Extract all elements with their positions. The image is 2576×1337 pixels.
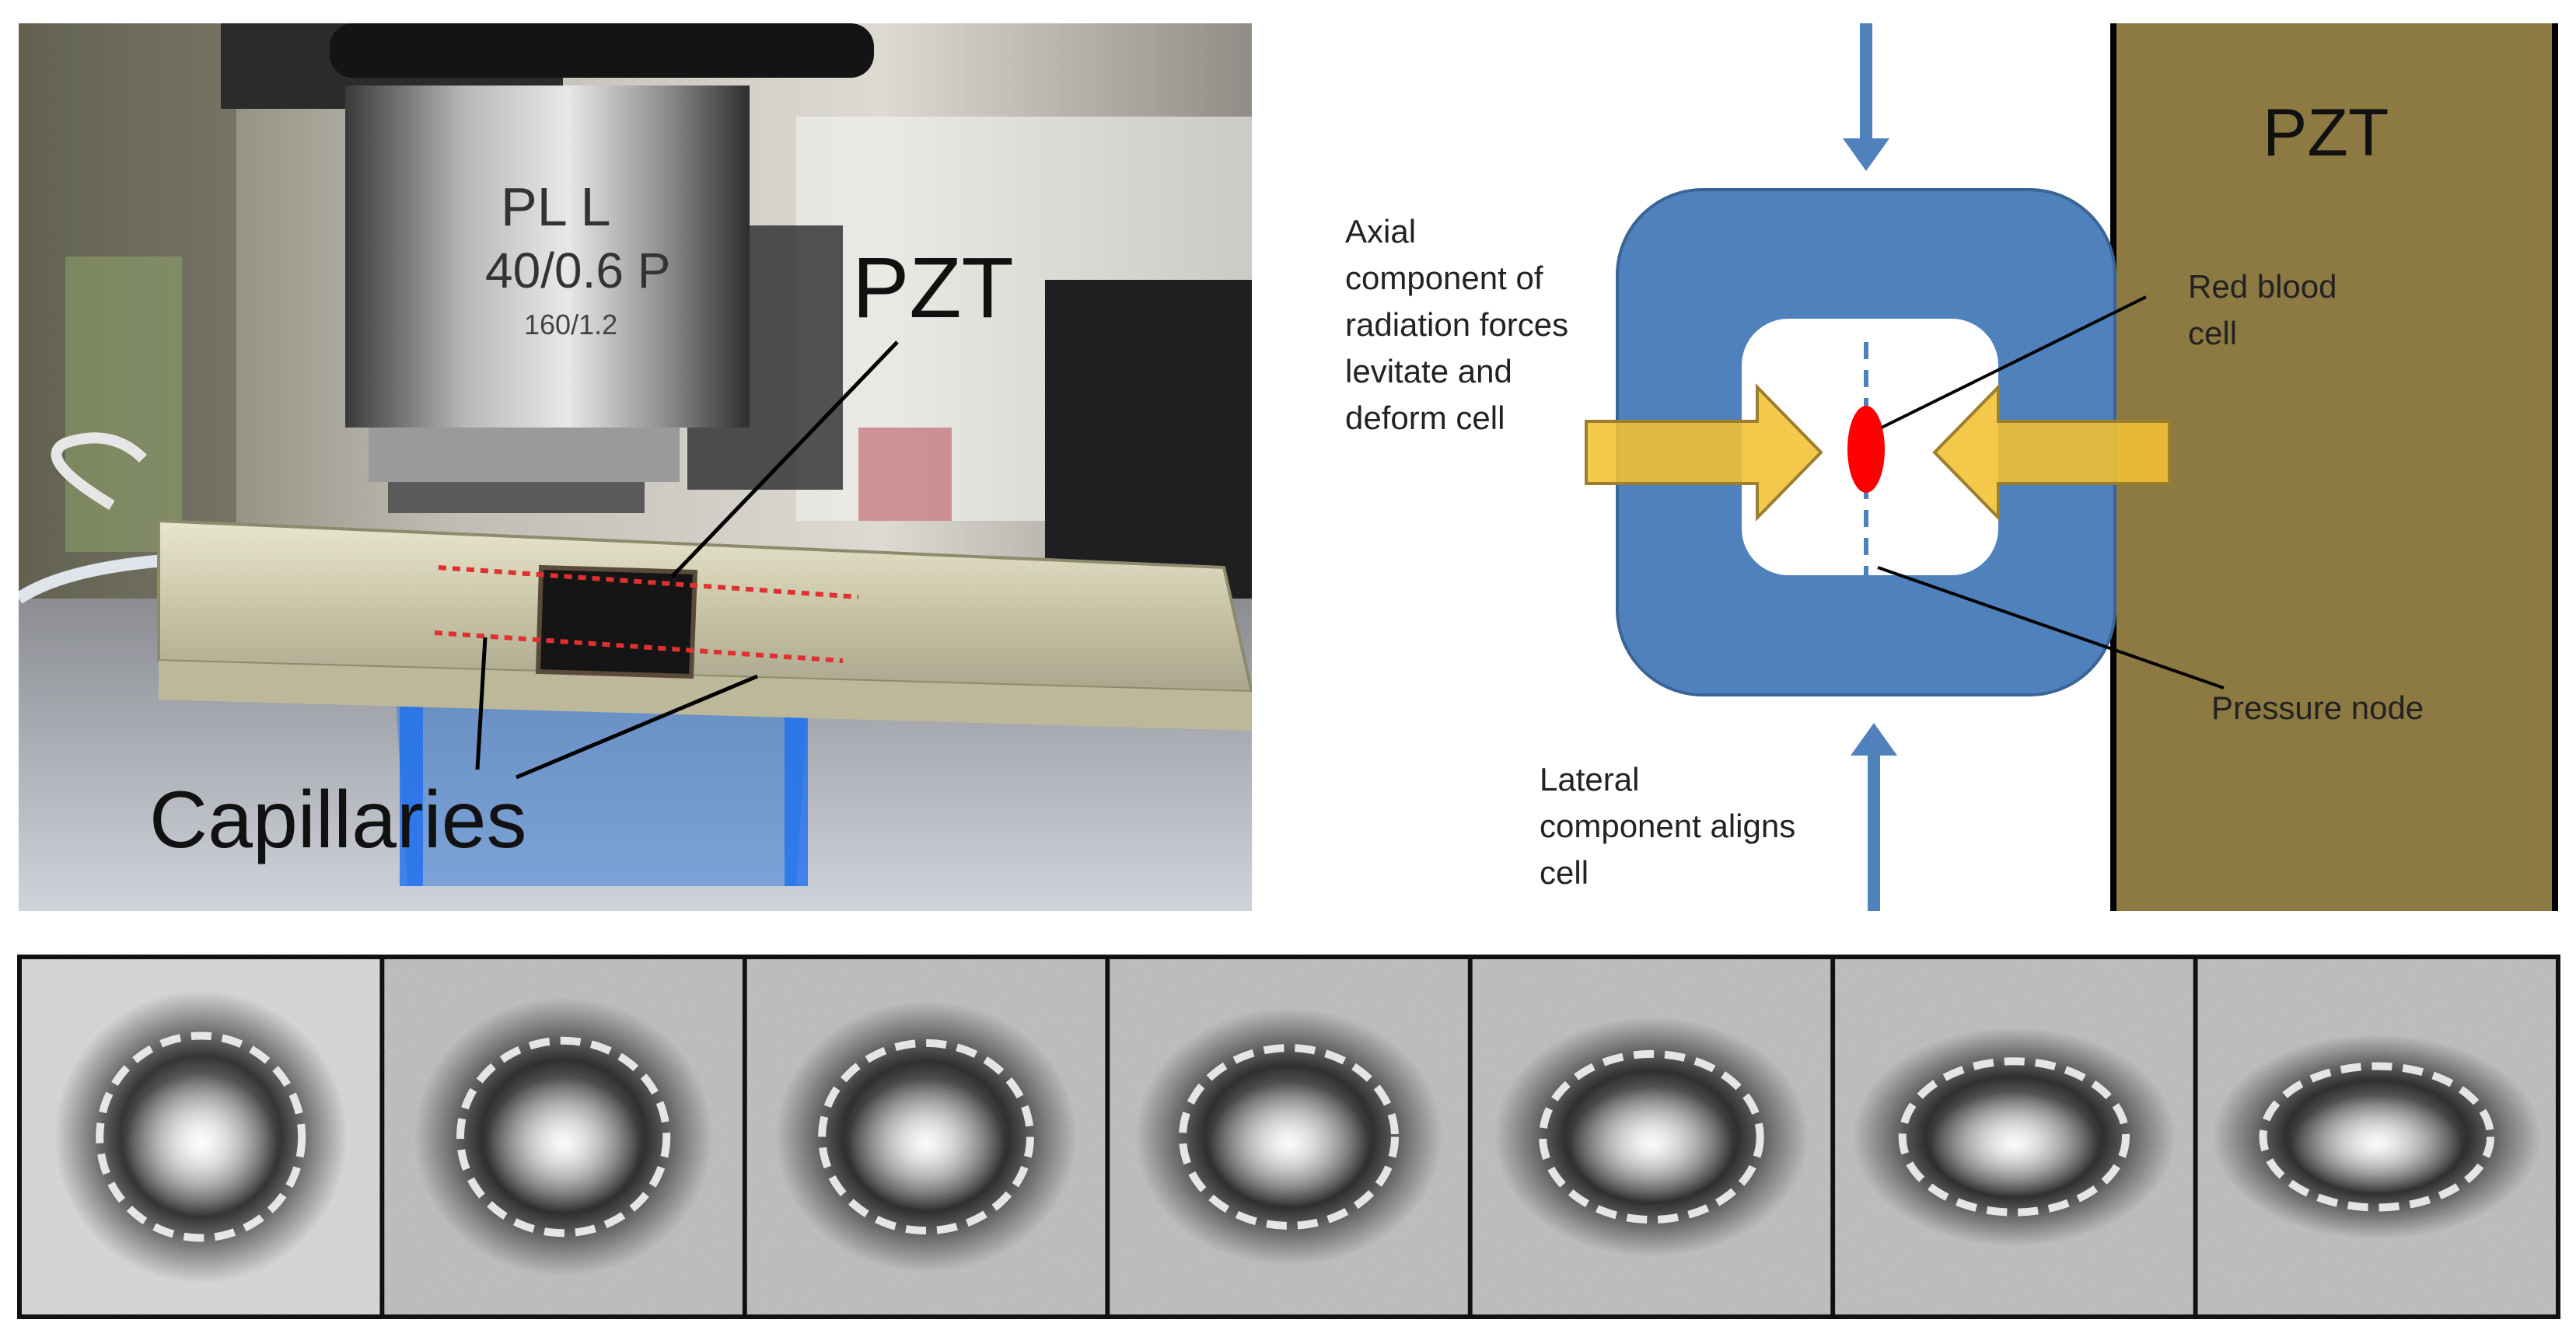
pzt-label: PZT (852, 240, 1014, 336)
microscope-objective (345, 86, 750, 428)
cell-core (1209, 1082, 1368, 1207)
monitor-dark (1045, 280, 1252, 614)
cell-membrane-outline (456, 1036, 671, 1238)
cell-membrane-outline (96, 1032, 306, 1242)
axial-label: Axial component of radiation forces levi… (1345, 213, 1578, 436)
rbc-leader-line (1881, 295, 2147, 429)
micrograph-frame (1472, 959, 1831, 1314)
cell-membrane-outline (1898, 1057, 2130, 1217)
right-force-arrow (1932, 383, 2171, 522)
cell-core (1570, 1086, 1733, 1203)
capillaries-label: Capillaries (149, 775, 527, 865)
capillaries-leader-line-1 (475, 637, 488, 770)
micrograph-frame (384, 959, 743, 1314)
cell-deformation-sequence (17, 955, 2560, 1319)
setup-photo-illustration: PL L 40/0.6 P 160/1.2 PZT Capillaries (15, 23, 1254, 911)
red-blood-cell (1847, 406, 1885, 493)
schematic-svg: PZT Axial component of radiation forces … (1345, 23, 2558, 911)
cell-membrane-outline (2259, 1062, 2495, 1212)
acoustic-force-schematic: PZT Axial component of radiation forces … (1322, 23, 2558, 911)
cell-core (2291, 1094, 2462, 1195)
pzt-block (2110, 23, 2558, 911)
plant-blur (65, 257, 182, 552)
top-arrow-head (1843, 138, 1889, 171)
rbc-label: Red blood cell (2188, 268, 2346, 351)
micrograph-strip (17, 955, 2560, 1319)
cell-core (486, 1077, 641, 1213)
lens-engraving-2: 40/0.6 P (485, 243, 670, 298)
lens-engraving-1: PL L (501, 176, 610, 237)
cell-core (124, 1073, 277, 1216)
micrograph-frame (746, 959, 1106, 1314)
lateral-label: Lateral component aligns cell (1540, 761, 1805, 891)
lens-engraving-3: 160/1.2 (524, 309, 617, 340)
pressure-node-leader-line (1877, 566, 2225, 689)
cell-membrane-outline (1179, 1044, 1399, 1230)
cell-core (848, 1079, 1005, 1210)
pzt-leader-line (670, 340, 899, 578)
micrograph-frame (22, 959, 380, 1314)
cell-membrane-outline (1539, 1049, 1764, 1224)
micrograph-frame (1110, 959, 1468, 1314)
capillaries-leader-line-2 (516, 674, 758, 780)
cell-core (1930, 1091, 2099, 1198)
pzt-block-label: PZT (2263, 96, 2389, 170)
capillary-outline-bottom (434, 630, 844, 663)
bottom-arrow-head (1851, 723, 1897, 756)
pzt-element (535, 564, 698, 679)
micrograph-frame (2197, 959, 2556, 1314)
cell-membrane-outline (818, 1039, 1034, 1235)
left-force-arrow (1585, 383, 1823, 522)
micrograph-frame (1835, 959, 2193, 1314)
experimental-setup-photo: PL L 40/0.6 P 160/1.2 PZT Capillaries (15, 23, 1254, 911)
capillary-outline-top (438, 565, 859, 599)
pressure-node-label: Pressure node (2211, 689, 2424, 726)
